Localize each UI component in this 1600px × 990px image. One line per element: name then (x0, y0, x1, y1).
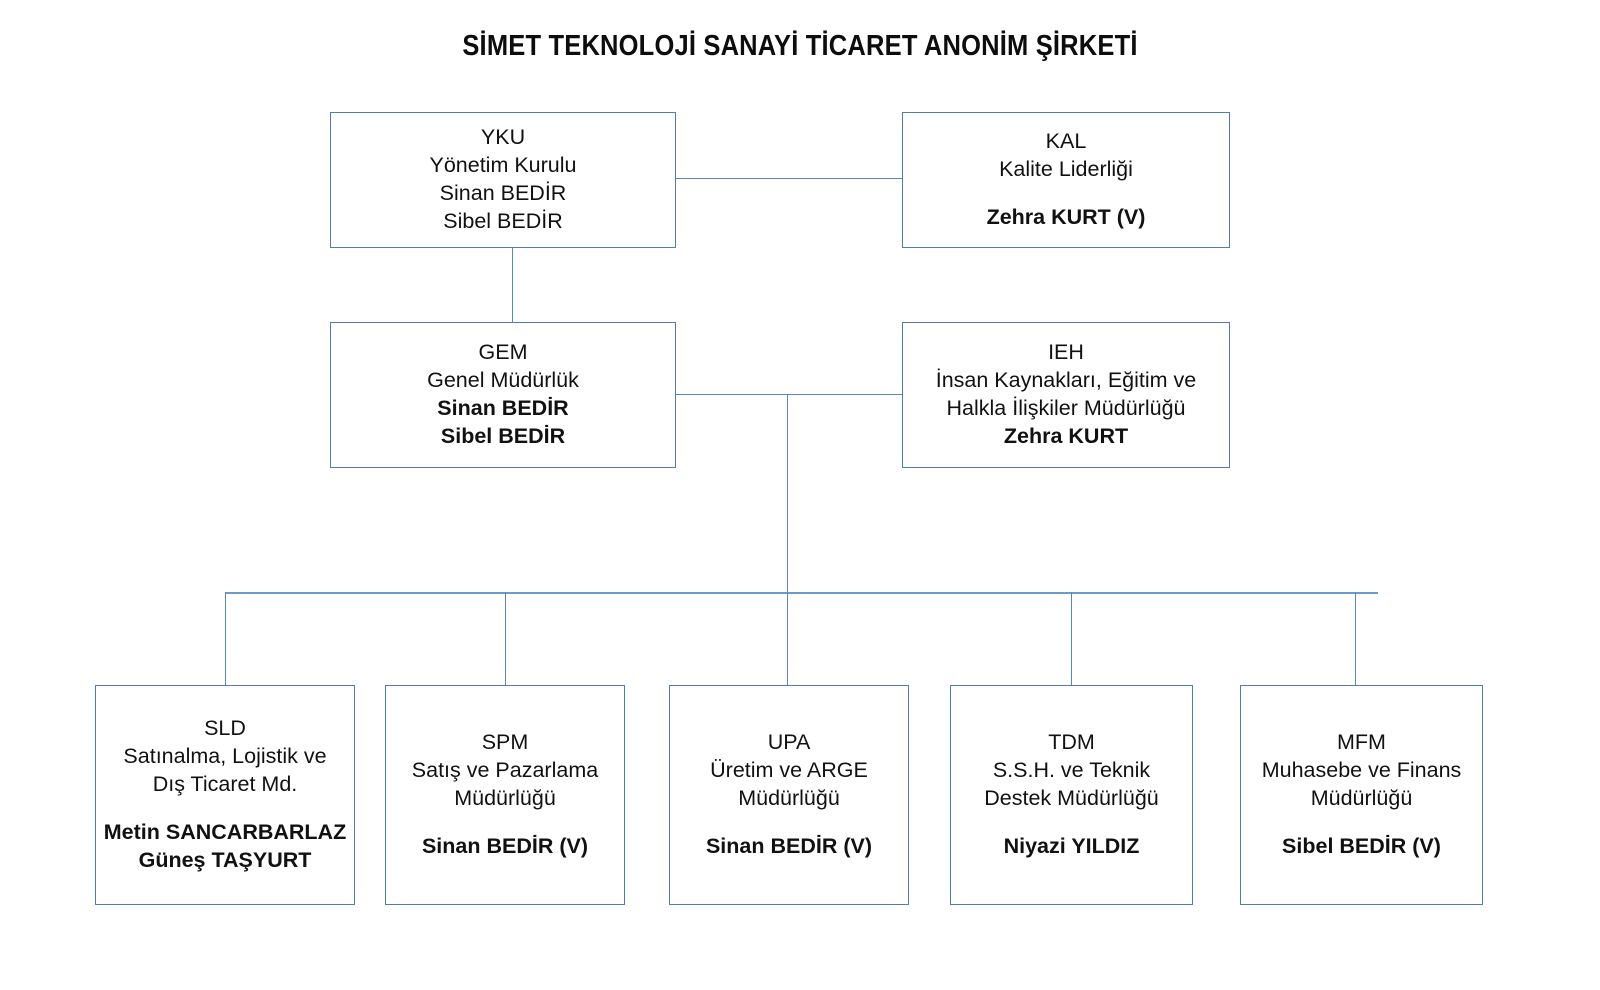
node-tdm-unit-line-1: S.S.H. ve Teknik (992, 757, 1151, 782)
node-kal[interactable]: KAL Kalite Liderliği Zehra KURT (V) (902, 112, 1230, 248)
page-title: SİMET TEKNOLOJİ SANAYİ TİCARET ANONİM Şİ… (462, 30, 1138, 62)
node-gem-unit: Genel Müdürlük (427, 368, 579, 393)
node-gem-person-2: Sibel BEDİR (440, 423, 566, 448)
node-mfm-unit-line-1: Muhasebe ve Finans (1261, 757, 1462, 782)
node-spm-unit-line-1: Satış ve Pazarlama (411, 757, 599, 782)
node-tdm-unit-line-2: Destek Müdürlüğü (984, 785, 1159, 810)
node-mfm-code: MFM (1337, 729, 1386, 754)
node-tdm[interactable]: TDM S.S.H. ve Teknik Destek Müdürlüğü Ni… (950, 685, 1193, 905)
node-yku-person-1: Sinan BEDİR (439, 181, 567, 205)
node-mfm-person-1: Sibel BEDİR (V) (1282, 834, 1441, 859)
node-yku-unit: Yönetim Kurulu (429, 153, 577, 178)
node-spm-unit-line-2: Müdürlüğü (454, 785, 556, 810)
node-yku[interactable]: YKU Yönetim Kurulu Sinan BEDİR Sibel BED… (330, 112, 676, 248)
node-upa-person-1: Sinan BEDİR (V) (705, 834, 873, 859)
connector-yku-to-kal (676, 178, 902, 179)
connector-bus-to-upa (787, 592, 788, 685)
node-tdm-code: TDM (1048, 729, 1095, 754)
node-sld-person-2: Güneş TAŞYURT (138, 848, 312, 873)
distribution-bus-bar (225, 592, 1378, 594)
node-upa[interactable]: UPA Üretim ve ARGE Müdürlüğü Sinan BEDİR… (669, 685, 909, 905)
node-sld-code: SLD (204, 715, 246, 740)
node-ieh-unit-line-1: İnsan Kaynakları, Eğitim ve (935, 368, 1197, 393)
node-mfm-unit-line-2: Müdürlüğü (1310, 785, 1413, 810)
node-spm-person-1: Sinan BEDİR (V) (421, 834, 589, 859)
node-yku-code: YKU (480, 125, 526, 150)
node-ieh[interactable]: IEH İnsan Kaynakları, Eğitim ve Halkla İ… (902, 322, 1230, 468)
node-sld[interactable]: SLD Satınalma, Lojistik ve Dış Ticaret M… (95, 685, 355, 905)
node-spm-code: SPM (481, 729, 529, 754)
node-upa-code: UPA (767, 729, 811, 754)
node-gem-code: GEM (478, 340, 528, 365)
node-yku-person-2: Sibel BEDİR (443, 208, 563, 233)
node-spm[interactable]: SPM Satış ve Pazarlama Müdürlüğü Sinan B… (385, 685, 625, 905)
node-kal-code: KAL (1045, 128, 1087, 153)
connector-yku-to-gem (512, 248, 513, 322)
node-kal-person-1: Zehra KURT (V) (986, 205, 1146, 230)
node-sld-person-1: Metin SANCARBARLAZ (103, 820, 347, 845)
node-ieh-person-1: Zehra KURT (1003, 423, 1129, 448)
node-upa-unit-line-2: Müdürlüğü (738, 785, 840, 810)
node-mfm[interactable]: MFM Muhasebe ve Finans Müdürlüğü Sibel B… (1240, 685, 1483, 905)
connector-gem-to-bus (787, 394, 788, 592)
node-sld-unit-line-2: Dış Ticaret Md. (152, 771, 298, 796)
node-kal-unit: Kalite Liderliği (999, 156, 1133, 181)
connector-bus-to-mfm (1355, 592, 1356, 685)
connector-gem-to-ieh (676, 394, 902, 395)
node-ieh-unit-line-2: Halkla İlişkiler Müdürlüğü (946, 396, 1186, 420)
node-gem-person-1: Sinan BEDİR (437, 396, 569, 420)
node-tdm-person-1: Niyazi YILDIZ (1003, 834, 1140, 859)
node-sld-unit-line-1: Satınalma, Lojistik ve (123, 743, 327, 768)
connector-bus-to-spm (505, 592, 506, 685)
node-gem[interactable]: GEM Genel Müdürlük Sinan BEDİR Sibel BED… (330, 322, 676, 468)
node-upa-unit-line-1: Üretim ve ARGE (710, 757, 868, 782)
connector-bus-to-sld (225, 592, 226, 685)
node-ieh-code: IEH (1048, 340, 1084, 365)
connector-bus-to-tdm (1071, 592, 1072, 685)
